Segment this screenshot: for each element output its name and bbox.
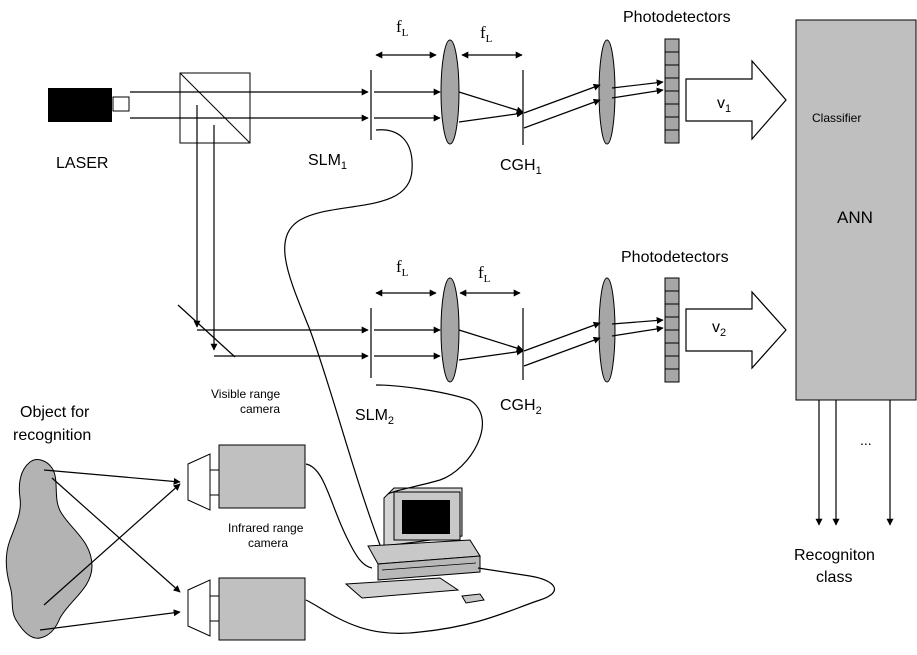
recognition-object	[5, 459, 93, 639]
photodetectors-label-2: Photodetectors	[621, 249, 729, 266]
infrared-camera-label-line1: Infrared range	[228, 521, 304, 535]
focal-arrow-4: fL	[459, 263, 521, 297]
svg-text:fL: fL	[478, 263, 491, 285]
object-camera-rays	[39, 469, 181, 631]
upper-laser-beams	[130, 88, 441, 122]
photodetectors-label-1: Photodetectors	[623, 9, 731, 26]
recognition-class-label-line2: class	[816, 569, 852, 586]
photodetector-array-2	[664, 277, 680, 383]
class-output-arrows	[815, 400, 894, 526]
slm2-label: SLM2	[355, 407, 394, 427]
lens-2	[440, 277, 460, 383]
photodetector-array-1	[664, 38, 680, 144]
upper-rays	[458, 79, 664, 129]
lens-4	[598, 277, 616, 383]
cgh2-label: CGH2	[500, 397, 542, 417]
laser-body	[48, 88, 112, 122]
downward-beams	[193, 105, 218, 351]
lens-3	[598, 39, 616, 145]
cgh1-label: CGH1	[500, 157, 542, 177]
lens-1	[440, 39, 460, 145]
laser-source	[48, 88, 130, 122]
focal-arrow-1: fL	[375, 17, 437, 59]
ann-classifier-box	[795, 19, 917, 401]
v1-label: v1	[717, 95, 731, 115]
cables	[284, 129, 555, 634]
ann-label: ANN	[837, 208, 873, 227]
infrared-range-camera	[187, 577, 306, 641]
object-label-line2: recognition	[13, 427, 91, 444]
visible-camera-label-line2: camera	[240, 402, 280, 416]
computer-screen	[402, 500, 450, 534]
output-arrow-v2	[685, 290, 787, 370]
visible-range-camera	[187, 444, 306, 511]
svg-text:fL: fL	[396, 257, 409, 279]
laser-label: LASER	[56, 155, 108, 172]
beam-splitter	[179, 72, 251, 144]
output-ellipsis: ...	[860, 432, 872, 448]
output-arrow-v1	[685, 59, 787, 141]
recognition-class-label-line1: Recogniton	[794, 547, 875, 564]
mirror	[177, 304, 236, 358]
focal-arrow-3: fL	[375, 257, 437, 297]
svg-text:fL: fL	[396, 17, 409, 39]
keyboard	[344, 577, 460, 599]
mouse	[461, 593, 485, 604]
visible-camera-label-line1: Visible range	[211, 387, 280, 401]
lower-laser-beams	[197, 326, 441, 360]
classifier-label: Classifier	[812, 111, 861, 125]
svg-text:fL: fL	[480, 23, 493, 45]
infrared-camera-label-line2: camera	[248, 536, 288, 550]
object-label-line1: Object for	[20, 404, 90, 421]
lower-rays	[458, 317, 664, 367]
computer	[344, 487, 485, 604]
laser-aperture	[112, 96, 130, 112]
slm1-label: SLM1	[308, 152, 347, 172]
v2-label: v2	[712, 319, 726, 339]
focal-arrow-2: fL	[461, 23, 523, 59]
